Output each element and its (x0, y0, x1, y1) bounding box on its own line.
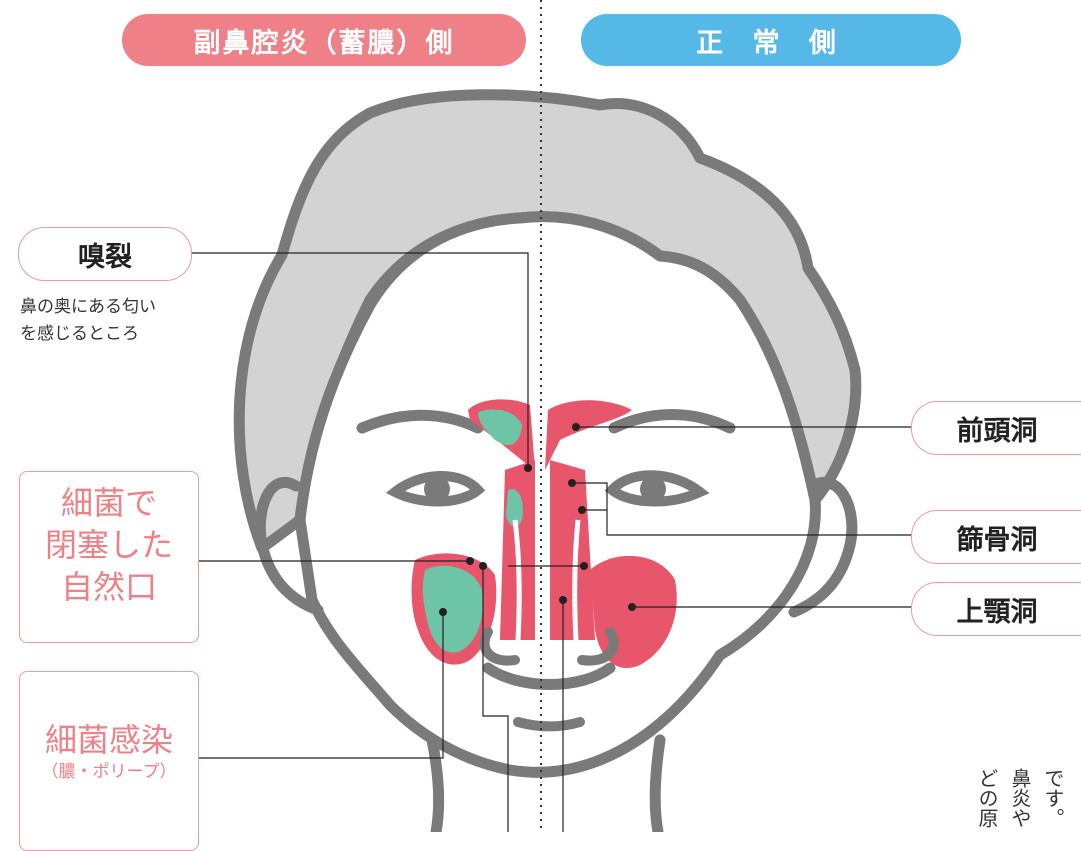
infection-card: 細菌感染 （膿・ポリープ） (19, 671, 199, 851)
maxillary-infection (422, 565, 483, 653)
maxillary-sinus-label: 上顎洞 (911, 582, 1081, 636)
leader-heisoku-2 (482, 566, 509, 832)
left-ear (254, 476, 324, 616)
right-eye (604, 470, 710, 507)
neck-left (426, 734, 445, 832)
olfactory-cleft-label: 嗅裂 (18, 227, 192, 281)
right-pupil (640, 476, 666, 502)
frontal-sinus-infection (478, 409, 522, 445)
blocked-line2: 閉塞した (44, 526, 173, 564)
blocked-line3: 自然口 (60, 568, 157, 606)
frontal-sinus-right (545, 400, 632, 470)
leader-lines (190, 252, 912, 832)
side-text-line2: 鼻炎や (1008, 768, 1032, 828)
leader-dots (439, 423, 636, 616)
chin-line (513, 717, 585, 732)
side-vertical-text: です。 鼻炎や どの原 (970, 768, 1069, 848)
normal-side-header: 正 常 側 (581, 14, 961, 66)
ethmoid-infection (506, 489, 523, 527)
olfactory-cleft-description: 鼻の奥にある匂い を感じるところ (20, 294, 230, 348)
olfactory-desc-line2: を感じるところ (20, 324, 139, 344)
nose-outline (479, 627, 619, 666)
right-ear (788, 476, 858, 618)
sinusitis-diagram: 副鼻腔炎（蓄膿）側 正 常 側 嗅裂 鼻の奥にある匂い を感じるところ 細菌で … (18, 0, 1081, 851)
mouth (482, 662, 616, 690)
left-pupil (424, 476, 450, 502)
leader-kyuretsu (190, 252, 529, 468)
left-eye (385, 471, 486, 507)
infection-sublabel: （膿・ポリープ） (41, 762, 177, 782)
olfactory-desc-line1: 鼻の奥にある匂い (20, 297, 156, 317)
face-illustration (190, 0, 912, 832)
infection-label: 細菌感染 (44, 721, 173, 759)
side-text-line1: です。 (1041, 768, 1065, 828)
right-eyebrow (608, 409, 736, 434)
side-text-line3: どの原 (975, 768, 999, 828)
nasal-white-lines (512, 519, 581, 641)
left-eyebrow (356, 409, 484, 434)
blocked-opening-card: 細菌で 閉塞した 自然口 (19, 471, 199, 643)
infected-side-header: 副鼻腔炎（蓄膿）側 (122, 14, 526, 66)
ethmoid-normal (560, 484, 582, 526)
leader-shikotsu (572, 482, 912, 536)
blocked-line1: 細菌で (60, 484, 157, 522)
leader-kansen (199, 612, 444, 759)
neck-right (649, 734, 666, 832)
ethmoid-sinus-label: 篩骨洞 (911, 510, 1081, 564)
frontal-sinus-label: 前頭洞 (911, 401, 1081, 455)
